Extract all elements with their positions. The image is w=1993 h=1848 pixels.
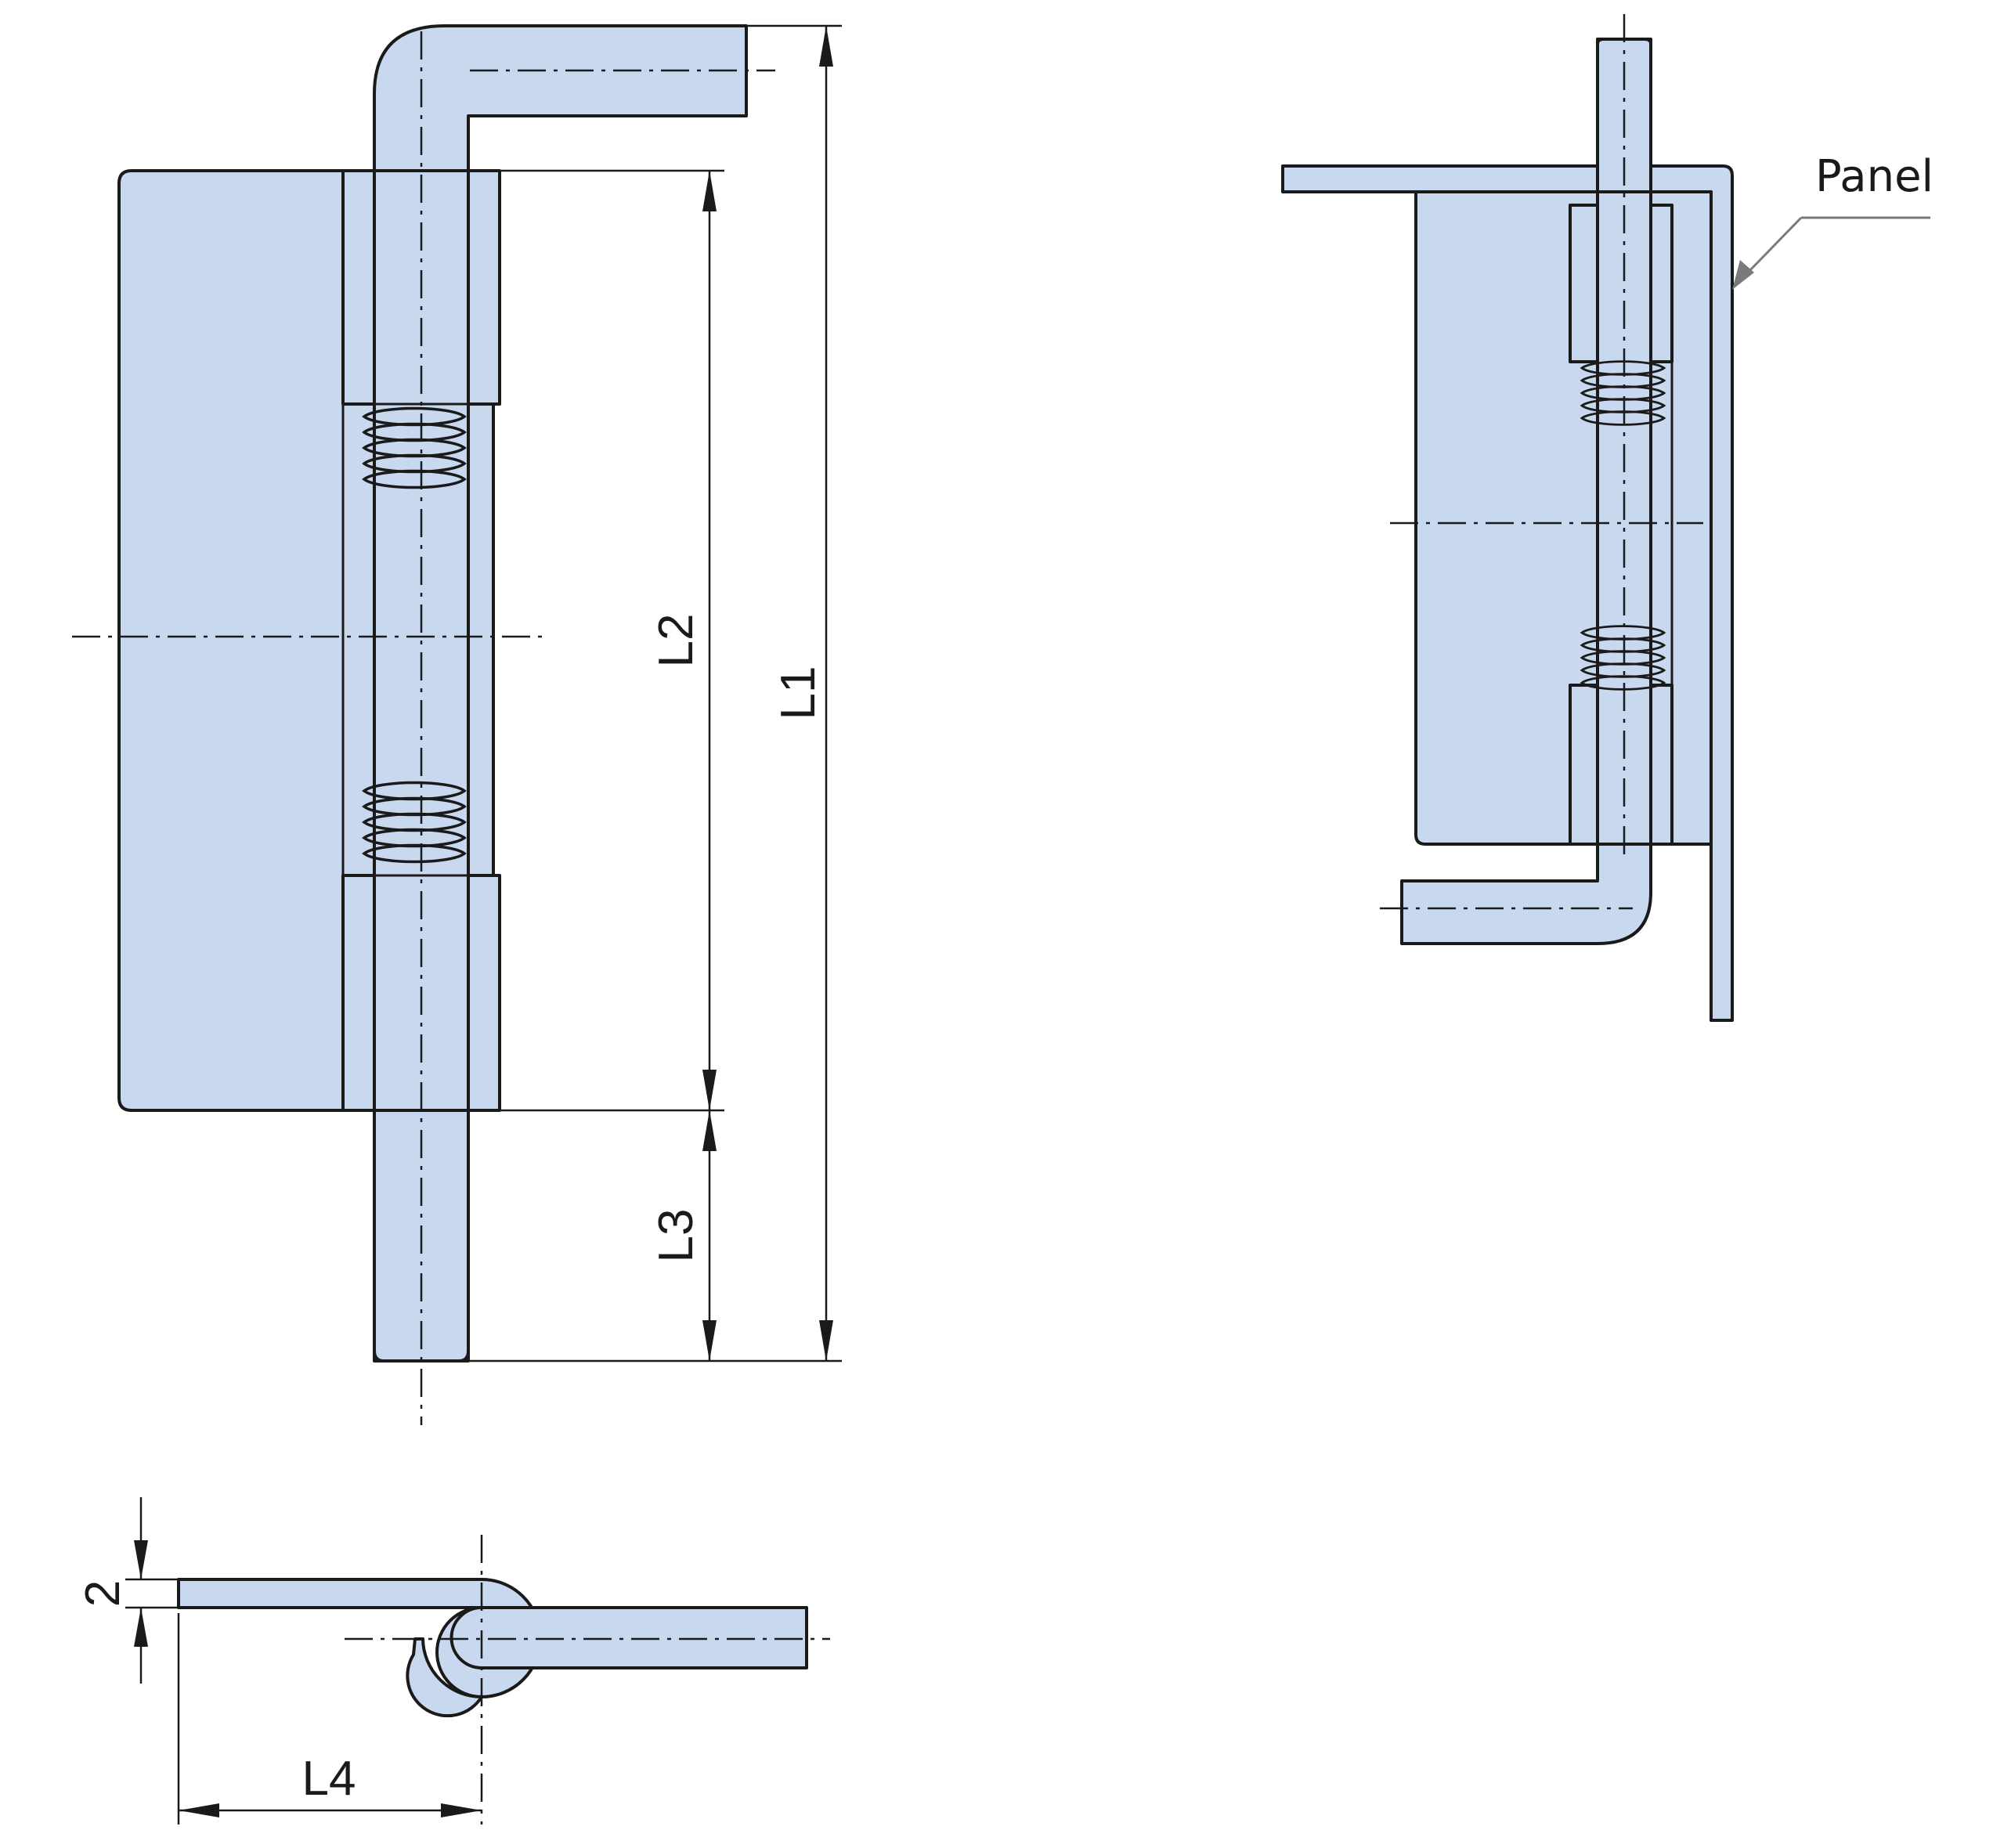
dimension-l3	[702, 1110, 717, 1361]
dimension-l1	[819, 26, 833, 1361]
label-l2: L2	[649, 614, 703, 668]
label-panel: Panel	[1815, 151, 1933, 202]
dimension-l2	[702, 171, 717, 1110]
label-l1: L1	[771, 666, 825, 720]
pin-bent-end	[373, 24, 748, 172]
dimension-l4	[177, 1613, 482, 1825]
installed-pin-bent	[1400, 843, 1652, 945]
label-l3: L3	[649, 1209, 703, 1263]
label-thickness: 2	[76, 1580, 130, 1607]
panel-leader	[1732, 216, 1930, 290]
top-view: 2 L4	[76, 1497, 830, 1825]
label-l4: L4	[302, 1752, 356, 1806]
front-view: L2 L1 L3	[72, 24, 842, 1425]
top-view-pin-arm	[450, 1606, 808, 1669]
installed-view: Panel	[1281, 14, 1933, 1022]
dimension-thickness	[125, 1497, 179, 1684]
